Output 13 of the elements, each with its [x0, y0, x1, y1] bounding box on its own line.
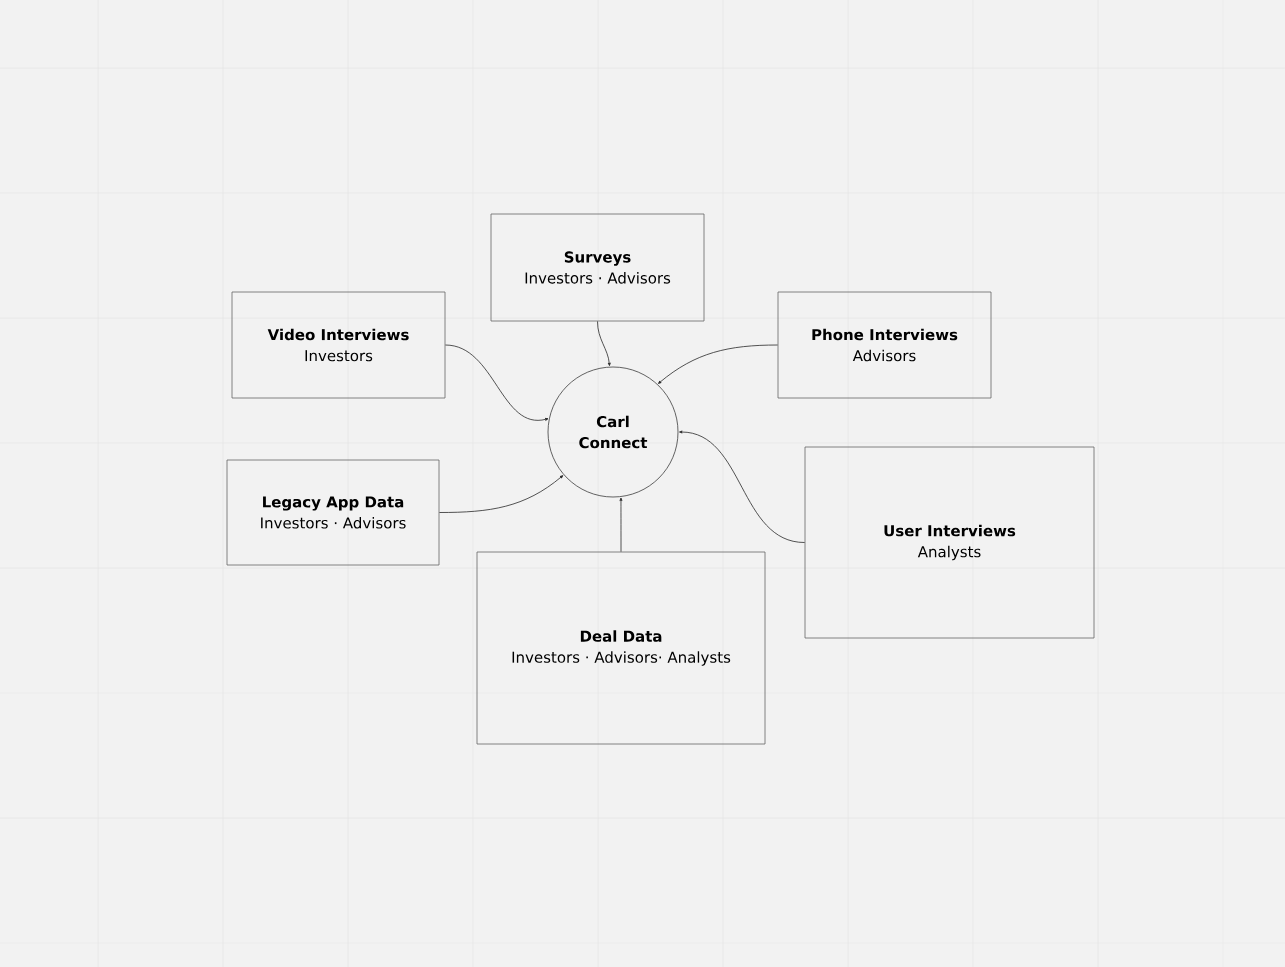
arrow [597, 321, 611, 366]
process-box: Deal Data Investors · Advisors· Analysts [476, 551, 766, 745]
arrow [679, 430, 805, 543]
arrow [658, 344, 778, 384]
process-box: Legacy App Data Investors · Advisors [226, 459, 440, 566]
process-box: Surveys Investors · Advisors [490, 213, 705, 322]
process-box: Phone Interviews Advisors [777, 291, 992, 399]
process-box: Video Interviews Investors [231, 291, 446, 399]
arrow [445, 344, 549, 421]
circle-node: Carl Connect [547, 366, 679, 498]
process-box: User Interviews Analysts [804, 446, 1095, 639]
arrow [619, 497, 623, 552]
arrow [439, 475, 564, 513]
